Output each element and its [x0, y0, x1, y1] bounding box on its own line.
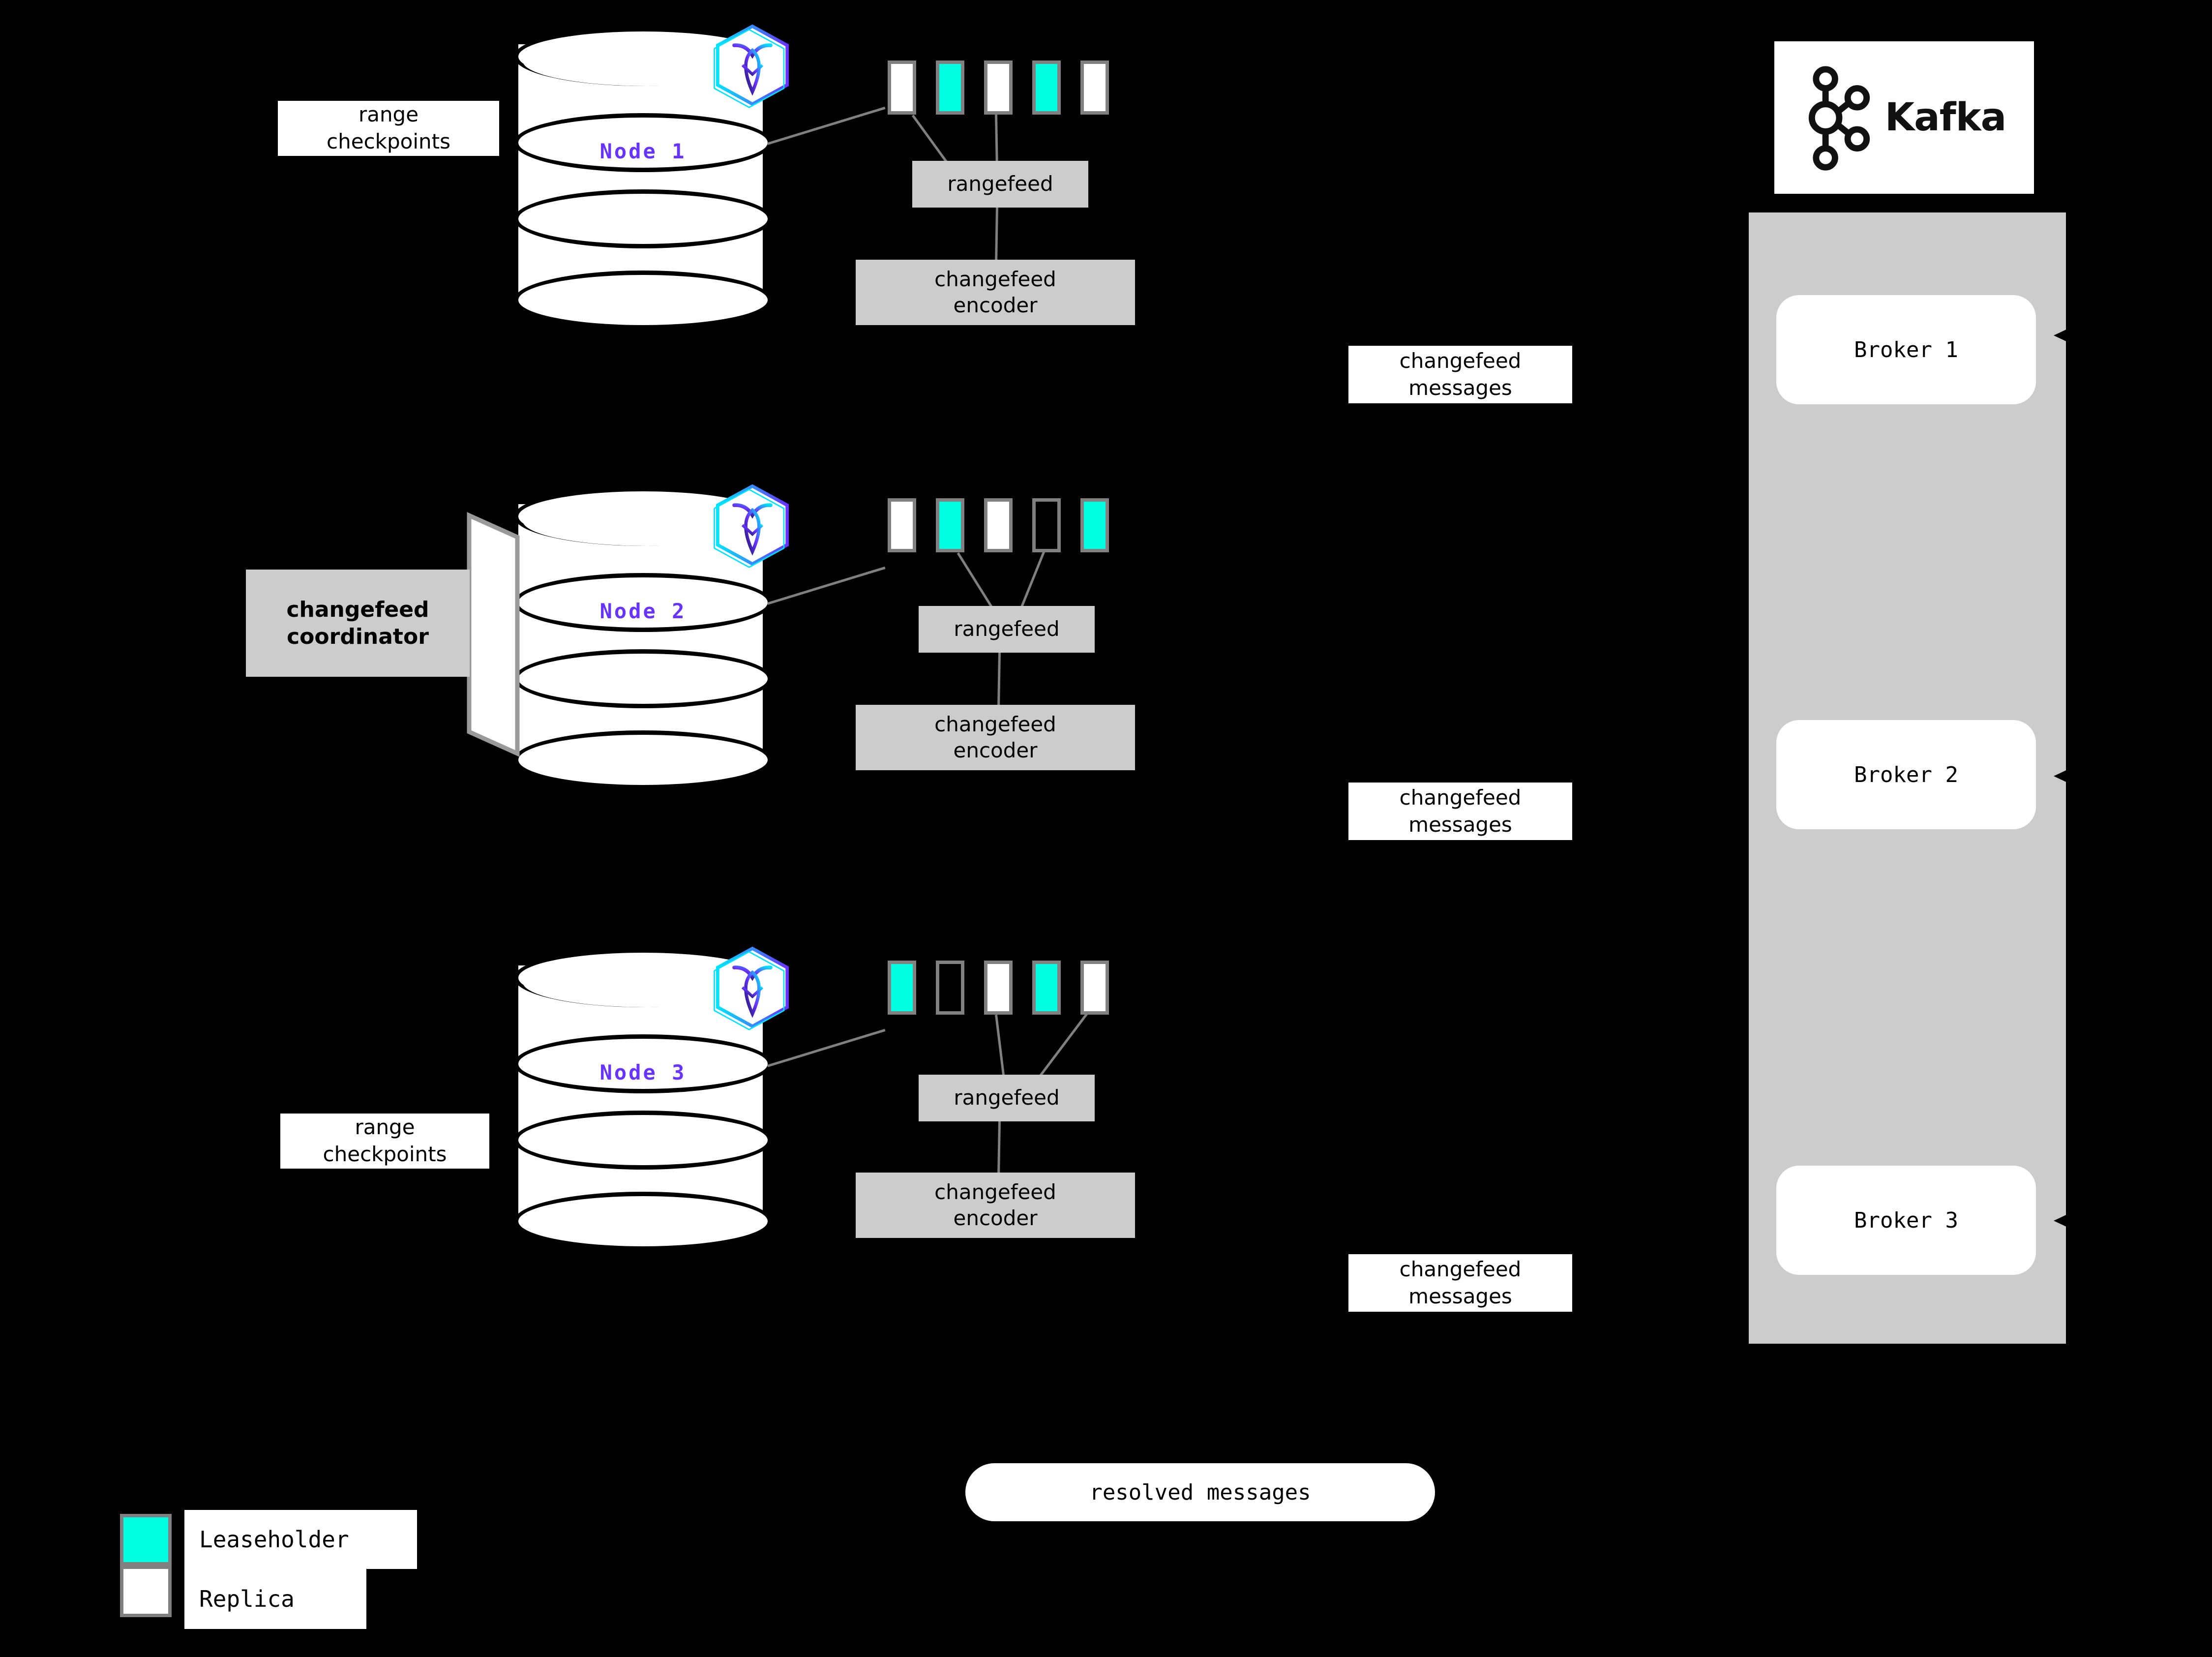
coordinator-label-line2: coordinator — [287, 624, 429, 649]
resolved-messages-label: resolved messages — [1089, 1479, 1311, 1505]
range-checkpoints-line1-top: range — [358, 102, 419, 127]
range-box-n1-3 — [984, 60, 1013, 115]
kafka-wordmark: Kafka — [1884, 95, 2007, 140]
kafka-inbound-arrow-2 — [2054, 768, 2070, 784]
range-box-n3-3 — [984, 961, 1013, 1015]
range-box-n2-5 — [1080, 498, 1109, 552]
changefeed-messages-line1-3: changefeed — [1399, 1257, 1522, 1281]
cylinder-ring-bottom — [514, 271, 772, 330]
encoder-label-line1-n1: changefeed — [934, 267, 1056, 291]
rangefeed-label-n1: rangefeed — [947, 172, 1053, 196]
range-box-n2-1 — [888, 498, 916, 552]
rangefeed-box-n1: rangefeed — [912, 161, 1088, 208]
legend-text-leaseholder: Leaseholder — [199, 1526, 349, 1553]
changefeed-encoder-box-n2: changefeed encoder — [856, 705, 1135, 770]
changefeed-messages-line2-3: messages — [1408, 1284, 1512, 1308]
encoder-label-line2-n1: encoder — [953, 293, 1038, 317]
kafka-inbound-arrow-3 — [2054, 1213, 2070, 1229]
broker-1-label: Broker 1 — [1854, 337, 1958, 362]
cylinder-ring-bottom — [514, 730, 772, 789]
range-checkpoints-label-top: range checkpoints — [278, 101, 499, 156]
range-box-n3-1 — [888, 961, 916, 1015]
changefeed-messages-line2-1: messages — [1408, 375, 1512, 400]
range-box-n2-2 — [936, 498, 964, 552]
rangefeed-label-n2: rangefeed — [954, 617, 1060, 641]
changefeed-encoder-box-n3: changefeed encoder — [856, 1173, 1135, 1238]
rangefeed-box-n2: rangefeed — [919, 606, 1095, 653]
rangefeed-label-n3: rangefeed — [954, 1085, 1060, 1110]
legend-label-replica: Replica — [184, 1569, 366, 1629]
encoder-label-line1-n2: changefeed — [934, 712, 1056, 736]
cylinder-ring-mid2 — [514, 189, 772, 248]
range-box-n1-5 — [1080, 60, 1109, 115]
rangefeed-to-encoder-line-n2 — [997, 652, 1001, 706]
cylinder-ring-mid1 — [514, 573, 772, 632]
rangefeed-to-encoder-line-n1 — [995, 207, 998, 261]
range-box-n3-4 — [1032, 961, 1061, 1015]
broker-1-box: Broker 1 — [1776, 295, 2036, 404]
range-to-rangefeed-line-n2-b — [1018, 551, 1045, 612]
legend-label-leaseholder: Leaseholder — [184, 1510, 417, 1569]
node-2-cylinder: Node 2 — [514, 487, 772, 789]
kafka-inbound-arrow-1 — [2054, 328, 2070, 343]
broker-2-label: Broker 2 — [1854, 762, 1958, 787]
cockroachdb-hexagon-icon — [714, 24, 789, 108]
changefeed-messages-line2-2: messages — [1408, 812, 1512, 837]
kafka-logo: Kafka — [1774, 41, 2034, 194]
changefeed-messages-label-3: changefeed messages — [1348, 1254, 1572, 1312]
range-box-n3-5 — [1080, 961, 1109, 1015]
range-checkpoints-line2-bottom: checkpoints — [323, 1142, 447, 1166]
range-checkpoints-line2-top: checkpoints — [327, 129, 450, 153]
cylinder-ring-mid1 — [514, 113, 772, 172]
broker-2-box: Broker 2 — [1776, 720, 2036, 829]
node-1-label: Node 1 — [599, 139, 687, 163]
broker-3-label: Broker 3 — [1854, 1207, 1958, 1233]
cockroachdb-hexagon-icon — [714, 946, 789, 1030]
range-to-rangefeed-line-n3-b — [1038, 1013, 1088, 1078]
encoder-label-line1-n3: changefeed — [934, 1180, 1056, 1204]
range-box-n1-4 — [1032, 60, 1061, 115]
range-box-n3-2 — [936, 961, 964, 1015]
cylinder-ring-mid2 — [514, 1111, 772, 1170]
cylinder-shape — [514, 487, 772, 789]
rangefeed-to-encoder-line-n3 — [997, 1121, 1001, 1175]
changefeed-coordinator-box: changefeed coordinator — [246, 570, 470, 677]
encoder-label-line2-n2: encoder — [953, 738, 1038, 762]
range-to-rangefeed-line-n2-a — [957, 552, 996, 612]
encoder-label-line2-n3: encoder — [953, 1205, 1038, 1230]
changefeed-encoder-box-n1: changefeed encoder — [856, 260, 1135, 325]
cylinder-ring-mid2 — [514, 649, 772, 708]
node-3-label: Node 3 — [599, 1060, 687, 1085]
range-to-rangefeed-line-n3-a — [995, 1015, 1005, 1076]
resolved-messages-pill: resolved messages — [965, 1463, 1435, 1521]
range-checkpoints-label-bottom: range checkpoints — [280, 1114, 489, 1169]
changefeed-messages-label-2: changefeed messages — [1348, 783, 1572, 840]
node-2-range-connector — [767, 566, 886, 605]
cockroachdb-hexagon-icon — [714, 484, 789, 568]
changefeed-messages-line1-2: changefeed — [1399, 785, 1522, 810]
legend-text-replica: Replica — [199, 1586, 295, 1612]
node-3-range-connector — [767, 1028, 886, 1067]
rangefeed-box-n3: rangefeed — [919, 1075, 1095, 1121]
legend-swatch-replica — [120, 1566, 172, 1617]
coordinator-side-panel — [467, 512, 520, 757]
cylinder-ring-bottom — [514, 1192, 772, 1251]
range-box-n1-1 — [888, 60, 916, 115]
range-box-n1-2 — [936, 60, 964, 115]
coordinator-label-line1: changefeed — [286, 597, 429, 622]
range-box-n2-4 — [1032, 498, 1061, 552]
changefeed-messages-line1-1: changefeed — [1399, 348, 1522, 373]
kafka-nodes-icon — [1808, 66, 1870, 171]
legend-swatch-leaseholder — [120, 1514, 172, 1566]
node-1-range-connector — [767, 106, 886, 145]
node-2-label: Node 2 — [599, 599, 687, 623]
range-box-n2-3 — [984, 498, 1013, 552]
changefeed-messages-label-1: changefeed messages — [1348, 346, 1572, 403]
range-checkpoints-line1-bottom: range — [355, 1115, 415, 1140]
broker-3-box: Broker 3 — [1776, 1166, 2036, 1275]
